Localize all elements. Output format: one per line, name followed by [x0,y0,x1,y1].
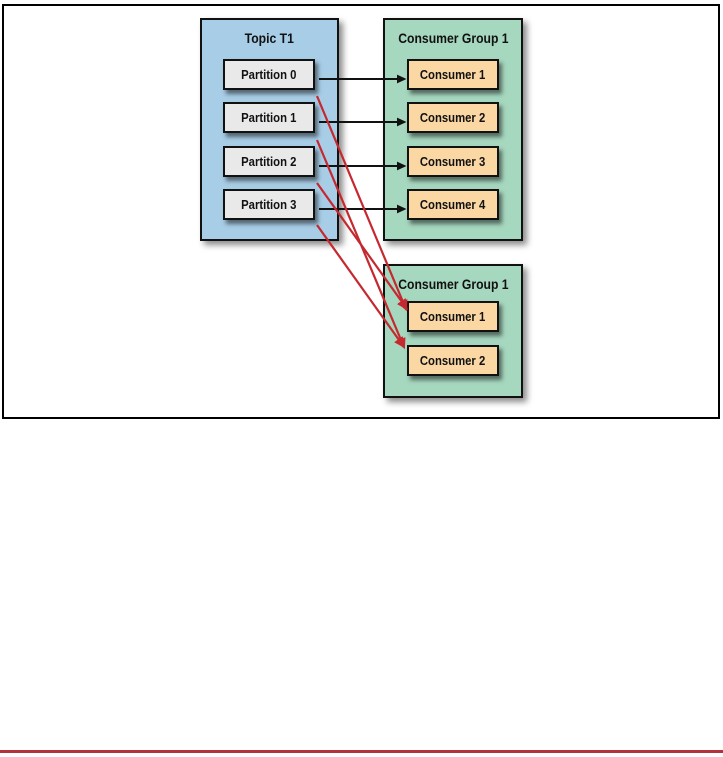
consumer-group-1-title: Consumer Group 1 [385,20,521,46]
partition-0-label: Partition 0 [241,67,297,82]
partition-1-label: Partition 1 [241,110,297,125]
group1-consumer-2-box: Consumer 2 [407,102,499,133]
group1-consumer-3-label: Consumer 3 [420,154,486,169]
partition-2-label: Partition 2 [241,154,297,169]
figure-frame: Topic T1 Consumer Group 1 Consumer Group… [2,4,720,419]
group1-consumer-4-label: Consumer 4 [420,197,486,212]
consumer-group-2-title-label: Consumer Group 1 [397,276,509,292]
topic-title-label: Topic T1 [244,30,295,46]
group1-consumer-3-box: Consumer 3 [407,146,499,177]
group2-consumer-1-box: Consumer 1 [407,301,499,332]
group1-consumer-4-box: Consumer 4 [407,189,499,220]
partition-0-box: Partition 0 [223,59,315,90]
partition-3-label: Partition 3 [241,197,297,212]
consumer-group-1-title-label: Consumer Group 1 [397,30,509,46]
consumer-group-2-title: Consumer Group 1 [385,266,521,292]
bottom-red-rule [0,750,723,753]
partition-2-box: Partition 2 [223,146,315,177]
connector-layer [315,74,408,350]
group2-consumer-2-box: Consumer 2 [407,345,499,376]
group2-consumer-2-label: Consumer 2 [420,353,486,368]
group2-consumer-1-label: Consumer 1 [420,309,486,324]
topic-title: Topic T1 [202,20,337,46]
group1-consumer-2-label: Consumer 2 [420,110,486,125]
group1-consumer-1-label: Consumer 1 [420,67,486,82]
partition-1-box: Partition 1 [223,102,315,133]
partition-3-box: Partition 3 [223,189,315,220]
group1-consumer-1-box: Consumer 1 [407,59,499,90]
